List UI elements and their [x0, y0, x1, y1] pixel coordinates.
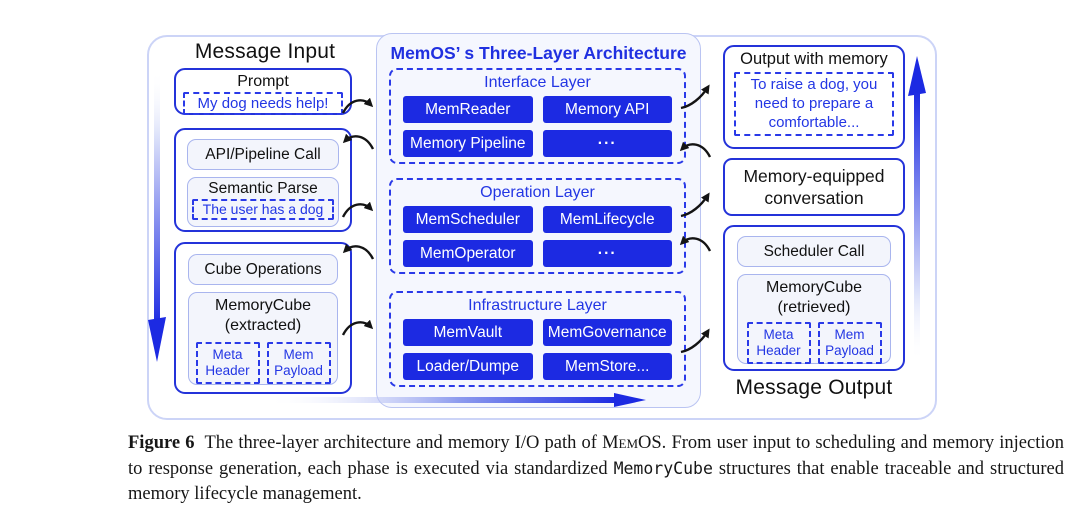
memos-smallcaps: MemOS	[602, 433, 662, 453]
interface-more-module: ...	[542, 130, 672, 157]
infrastructure-layer: Infrastructure Layer MemVault MemGoverna…	[389, 291, 686, 387]
api-pipeline-group-box: API/Pipeline Call Semantic Parse The use…	[174, 128, 352, 232]
figure-caption-text: The three-layer architecture and memory …	[204, 433, 603, 453]
message-output-title: Message Output	[735, 376, 893, 399]
memlifecycle-module: MemLifecycle	[542, 206, 672, 233]
output-with-memory-title: Output with memory	[740, 50, 888, 68]
input-flow-down-arrow-icon	[148, 70, 166, 362]
output-quote-line: comfortable...	[768, 114, 860, 131]
api-pipeline-call-box: API/Pipeline Call	[187, 139, 339, 170]
mem-payload-cell: Mem Payload	[266, 342, 331, 385]
semantic-parse-quote: The user has a dog	[192, 199, 334, 220]
figure-caption-label: Figure 6	[128, 433, 195, 453]
output-quote-line: To raise a dog, you	[750, 76, 878, 93]
curved-arrow-right-icon	[341, 319, 374, 336]
curved-arrow-up-right-icon	[680, 84, 710, 110]
scheduler-call-box: Scheduler Call	[737, 236, 891, 267]
memreader-module: MemReader	[403, 96, 533, 123]
infrastructure-layer-label: Infrastructure Layer	[468, 297, 607, 314]
semantic-parse-label: Semantic Parse	[208, 180, 318, 197]
output-flow-up-arrow-icon	[908, 56, 926, 362]
memvault-module: MemVault	[403, 319, 533, 346]
meta-header-cell: Meta Header	[195, 342, 260, 385]
prompt-box: Prompt My dog needs help!	[174, 68, 352, 115]
memgovernance-module: MemGovernance	[542, 319, 672, 346]
curved-arrow-left-icon	[679, 141, 712, 158]
curved-arrow-left-icon	[342, 243, 375, 260]
interface-layer-label: Interface Layer	[484, 74, 591, 91]
curved-arrow-up-right-icon	[680, 192, 710, 218]
scheduler-group-box: Scheduler Call MemoryCube (retrieved) Me…	[723, 225, 905, 371]
memorycube-code: MemoryCube	[613, 459, 713, 478]
message-input-title: Message Input	[194, 40, 336, 63]
memstore-module: MemStore...	[542, 353, 672, 380]
memorycube-subtitle: (retrieved)	[777, 299, 851, 316]
operation-layer: Operation Layer MemScheduler MemLifecycl…	[389, 178, 686, 274]
curved-arrow-left-icon	[679, 235, 712, 252]
memscheduler-module: MemScheduler	[403, 206, 533, 233]
memory-equipped-conversation-box: Memory-equipped conversation	[723, 158, 905, 216]
memory-pipeline-module: Memory Pipeline	[403, 130, 533, 157]
bottom-flow-right-arrow-icon	[266, 393, 646, 407]
curved-arrow-up-right-icon	[680, 328, 710, 354]
memorycube-title: MemoryCube	[765, 279, 863, 296]
operation-layer-label: Operation Layer	[480, 184, 595, 201]
memorycube-retrieved-box: MemoryCube (retrieved) Meta Header Mem P…	[737, 274, 891, 365]
semantic-parse-box: Semantic Parse The user has a dog	[187, 177, 339, 227]
output-with-memory-box: Output with memory To raise a dog, you n…	[723, 45, 905, 149]
prompt-quote: My dog needs help!	[183, 92, 343, 115]
output-quote: To raise a dog, you need to prepare a co…	[734, 72, 894, 136]
figure-caption-text: . From user input to scheduling and memo…	[128, 433, 1065, 479]
memorycube-title: MemoryCube	[214, 297, 312, 314]
memorycube-extracted-box: MemoryCube (extracted) Meta Header Mem P…	[188, 292, 338, 385]
memoperator-module: MemOperator	[403, 240, 533, 267]
memory-api-module: Memory API	[542, 96, 672, 123]
memorycube-subtitle: (extracted)	[224, 317, 302, 334]
figure-caption: Figure 6 The three-layer architecture and…	[128, 431, 1064, 507]
output-quote-line: need to prepare a	[754, 95, 874, 112]
cube-operations-box: Cube Operations	[188, 254, 338, 285]
curved-arrow-right-icon	[341, 97, 374, 114]
architecture-panel: MemOS’ s Three-Layer Architecture Interf…	[376, 33, 701, 408]
interface-layer: Interface Layer MemReader Memory API Mem…	[389, 68, 686, 164]
curved-arrow-left-icon	[342, 133, 375, 150]
loader-dumper-module: Loader/Dumpe	[403, 353, 533, 380]
figure-caption-text: structures that enable traceable and str…	[128, 459, 1064, 504]
prompt-title: Prompt	[237, 73, 289, 90]
operation-more-module: ...	[542, 240, 672, 267]
architecture-title: MemOS’ s Three-Layer Architecture	[390, 43, 687, 63]
meta-header-cell: Meta Header	[746, 322, 811, 365]
cube-operations-group-box: Cube Operations MemoryCube (extracted) M…	[174, 242, 352, 394]
curved-arrow-right-icon	[341, 201, 374, 218]
mem-payload-cell: Mem Payload	[817, 322, 882, 365]
